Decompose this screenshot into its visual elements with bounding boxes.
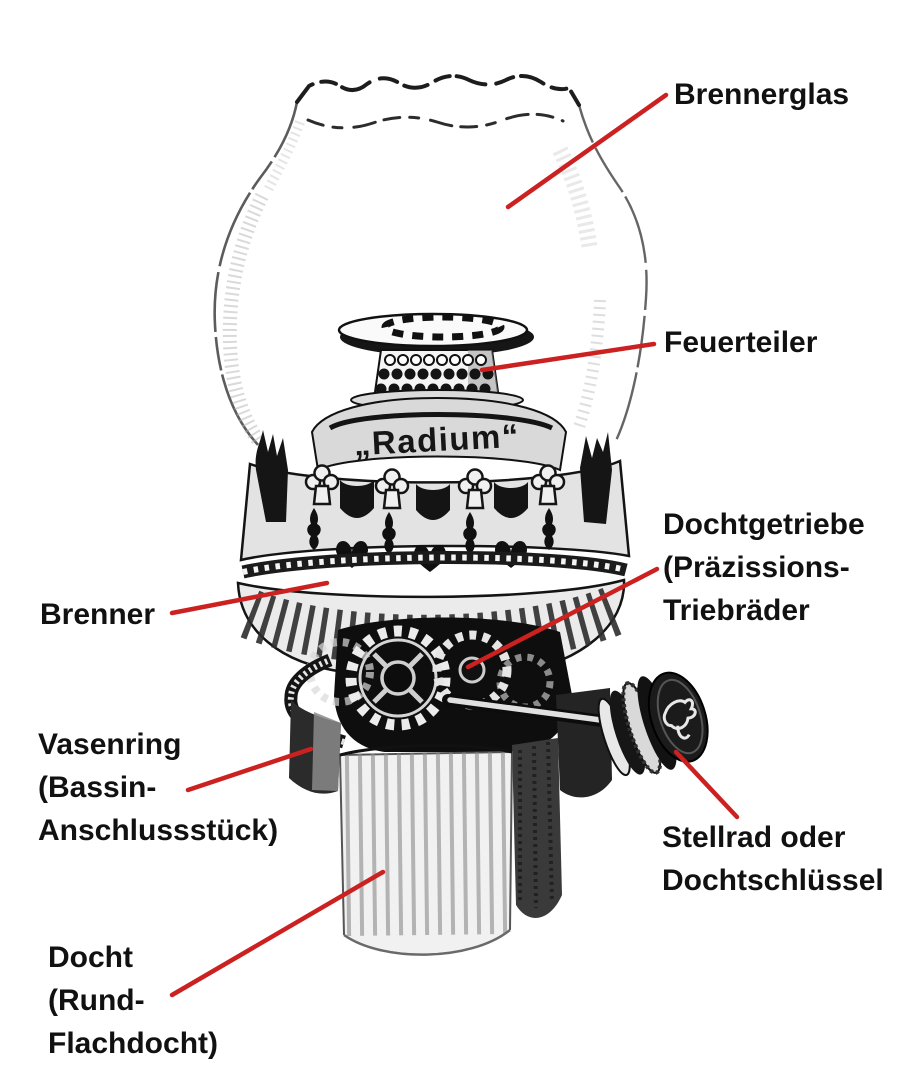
- label-feuerteiler: Feuerteiler: [664, 321, 817, 364]
- label-docht-line: (Rund-: [48, 984, 145, 1017]
- annotation-line-docht: [169, 869, 386, 998]
- annotation-line-dochtgetriebe: [465, 566, 660, 670]
- chimney-glass: [213, 74, 648, 451]
- annotation-line-vasenring: [185, 746, 314, 793]
- label-docht-line: Flachdocht): [48, 1027, 218, 1060]
- perforated-burner-cone: [372, 349, 501, 400]
- label-stellrad-line: Stellrad oder: [662, 821, 846, 854]
- label-vasenring-line: Vasenring: [38, 728, 182, 761]
- adjuster-knob: [597, 671, 709, 777]
- label-brennerglas: Brennerglas: [674, 73, 849, 116]
- label-docht: Docht (Rund- Flachdocht): [48, 936, 218, 1065]
- beaded-rim: [241, 551, 628, 579]
- label-vasenring-line: Anschlussstück): [38, 814, 279, 847]
- brand-text: „Radium“: [353, 417, 521, 463]
- vase-ring-collar: [284, 653, 612, 918]
- annotation-line-stellrad: [673, 749, 740, 820]
- label-dochtgetriebe-line: (Präzissions-: [663, 551, 850, 584]
- label-stellrad: Stellrad oder Dochtschlüssel: [662, 816, 884, 902]
- annotation-line-brennerglas: [505, 92, 669, 210]
- label-brenner-line: Brenner: [40, 598, 156, 631]
- label-dochtgetriebe: Dochtgetriebe (Präzissions- Triebräder: [663, 503, 865, 632]
- flame-spreader: [337, 312, 534, 356]
- wick-raiser-gears: [306, 617, 572, 752]
- annotation-line-feuerteiler: [479, 341, 657, 373]
- annotation-line-brenner: [169, 580, 330, 616]
- label-feuerteiler-line: Feuerteiler: [664, 326, 818, 359]
- label-brenner: Brenner: [40, 593, 155, 636]
- label-dochtgetriebe-line: Dochtgetriebe: [663, 508, 865, 541]
- wick-key-shaft: [442, 694, 616, 728]
- burner-dome: „Radium“: [310, 389, 568, 472]
- label-stellrad-line: Dochtschlüssel: [662, 864, 884, 897]
- label-vasenring: Vasenring (Bassin- Anschlussstück): [38, 723, 278, 852]
- label-brennerglas-line: Brennerglas: [674, 78, 850, 111]
- wick-cylinder: [330, 744, 524, 985]
- label-vasenring-line: (Bassin-: [38, 771, 157, 804]
- label-dochtgetriebe-line: Triebräder: [663, 594, 810, 627]
- knob-emblem: [662, 698, 697, 740]
- label-docht-line: Docht: [48, 941, 133, 974]
